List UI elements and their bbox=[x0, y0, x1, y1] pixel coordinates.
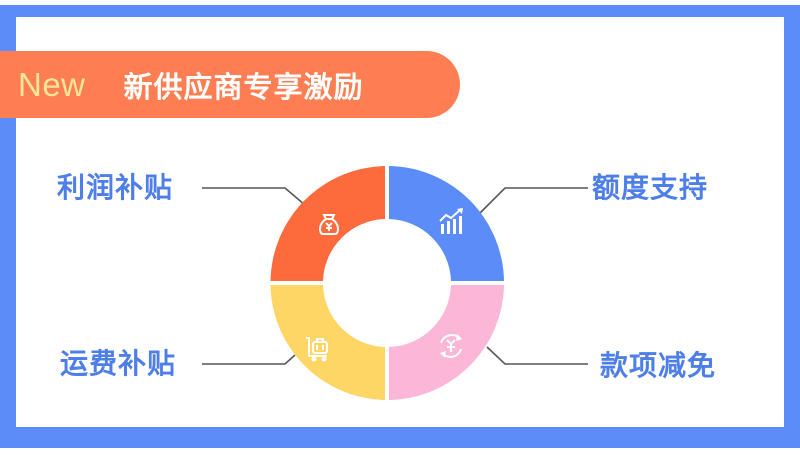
bar-chart-growth-icon bbox=[439, 208, 463, 234]
yuan-refresh-icon bbox=[440, 334, 462, 358]
label-credit-support: 额度支持 bbox=[592, 171, 709, 204]
connector-bottom-left bbox=[202, 354, 296, 365]
segment-top-right bbox=[389, 166, 504, 281]
banner-title: 新供应商专享激励 bbox=[123, 69, 364, 104]
money-bag-icon bbox=[319, 214, 339, 235]
segment-bottom-left bbox=[270, 285, 385, 400]
connector-top-left bbox=[202, 187, 306, 206]
connector-top-right bbox=[479, 187, 588, 214]
label-payment-waiver: 款项减免 bbox=[600, 349, 717, 382]
label-shipping-subsidy: 运费补贴 bbox=[60, 347, 177, 380]
donut-segments bbox=[270, 166, 504, 400]
header-banner: New 新供应商专享激励 bbox=[0, 51, 460, 118]
segment-bottom-right bbox=[389, 285, 504, 400]
label-profit-subsidy: 利润补贴 bbox=[57, 171, 174, 204]
luggage-cart-icon bbox=[306, 337, 328, 362]
new-tag: New bbox=[18, 65, 86, 103]
connector-bottom-right bbox=[486, 346, 588, 365]
